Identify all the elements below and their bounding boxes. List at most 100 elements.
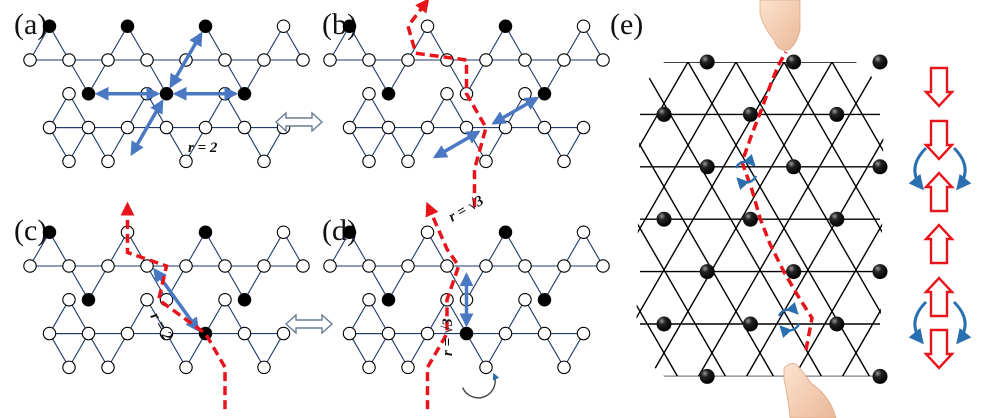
filled-site: [81, 87, 96, 101]
lattice-triangle: [407, 231, 448, 267]
lattice-line: [831, 62, 884, 377]
filled-site: [198, 19, 213, 33]
open-site: [23, 53, 37, 67]
lattice-triangle: [29, 231, 70, 267]
panel-d-r-label: r = √3: [440, 318, 456, 356]
lattice-ball: [742, 106, 758, 122]
open-site: [159, 120, 174, 135]
lattice-ball: [699, 264, 715, 280]
open-site: [62, 360, 76, 375]
open-site: [179, 259, 193, 273]
panel-b-kagome-lattice: [323, 0, 610, 208]
open-site: [440, 87, 454, 101]
open-site: [257, 154, 271, 169]
filled-site: [498, 19, 513, 33]
correlation-arrow: [491, 96, 540, 125]
open-site: [362, 360, 376, 375]
lattice-triangle: [524, 265, 565, 301]
panel-a-kagome-lattice: [23, 19, 310, 169]
lattice-ball: [872, 54, 888, 70]
open-site: [381, 120, 396, 135]
hollow-arrow-icon: [923, 119, 955, 161]
lattice-line: [793, 62, 884, 377]
open-site: [140, 259, 154, 273]
correlation-arrow: [169, 31, 203, 89]
lattice-triangle: [544, 332, 585, 369]
open-site: [179, 360, 193, 375]
open-site: [401, 259, 415, 273]
open-site: [420, 326, 435, 341]
lattice-triangle: [49, 126, 90, 163]
open-site: [479, 259, 493, 273]
open-site: [218, 259, 232, 273]
lattice-triangle: [205, 92, 246, 129]
filled-site: [537, 87, 552, 101]
lattice-ball: [742, 211, 758, 227]
filled-site: [120, 19, 135, 33]
open-site: [479, 154, 493, 169]
lattice-ball: [656, 106, 672, 122]
lattice-triangle: [329, 231, 370, 267]
open-site: [381, 326, 396, 341]
lattice-triangle: [88, 126, 129, 163]
lattice-ball: [699, 54, 715, 70]
lattice-ball: [742, 316, 758, 332]
open-site: [518, 87, 532, 101]
open-site: [576, 120, 591, 135]
open-site: [362, 53, 376, 67]
lattice-triangle: [407, 25, 448, 61]
open-site: [276, 225, 291, 239]
open-site: [537, 120, 552, 135]
panel-label-c: (c): [14, 214, 48, 247]
rotation-icon: [777, 301, 799, 317]
open-site: [518, 53, 532, 67]
open-site: [101, 259, 115, 273]
string-path: [425, 201, 461, 410]
open-site: [62, 259, 76, 273]
lattice-line: [976, 62, 986, 376]
string-path: [740, 51, 814, 351]
overlay-markers: [274, 0, 972, 418]
lattice-triangle: [485, 231, 526, 267]
open-site: [362, 293, 376, 307]
lattice-triangle: [244, 126, 285, 163]
open-site: [101, 154, 115, 169]
open-site: [257, 53, 271, 67]
lattice-triangle: [544, 126, 585, 163]
lattice-triangle: [224, 265, 265, 301]
rotation-icon: [952, 146, 972, 191]
lattice-triangle: [524, 59, 565, 95]
filled-site: [42, 19, 57, 33]
open-site: [276, 326, 291, 341]
filled-site: [237, 293, 252, 307]
lattice-line: [649, 62, 833, 377]
open-site: [120, 326, 135, 341]
lattice-triangle: [166, 126, 207, 163]
open-site: [401, 53, 415, 67]
lattice-line: [783, 62, 884, 377]
open-site: [42, 120, 57, 135]
open-site: [362, 87, 376, 101]
lattice-ball: [656, 316, 672, 332]
lattice-ball: [699, 368, 715, 384]
panel-a-r-label: r = 2: [188, 140, 218, 156]
correlation-arrow: [130, 99, 164, 156]
lattice-triangle: [349, 332, 390, 369]
open-site: [81, 326, 96, 341]
lattice-triangle: [505, 298, 546, 335]
open-site: [557, 360, 571, 375]
lattice-triangle: [224, 59, 265, 95]
open-site: [537, 326, 552, 341]
open-site: [81, 120, 96, 135]
lattice-triangle: [446, 265, 487, 301]
open-site: [101, 53, 115, 67]
open-site: [596, 259, 610, 273]
panel-label-e: (e): [610, 8, 644, 41]
double-arrow-icon: [284, 313, 334, 335]
lattice-triangle: [185, 231, 226, 267]
panel-label-a: (a): [14, 8, 48, 41]
open-site: [479, 360, 493, 375]
open-site: [257, 259, 271, 273]
open-site: [296, 53, 310, 67]
